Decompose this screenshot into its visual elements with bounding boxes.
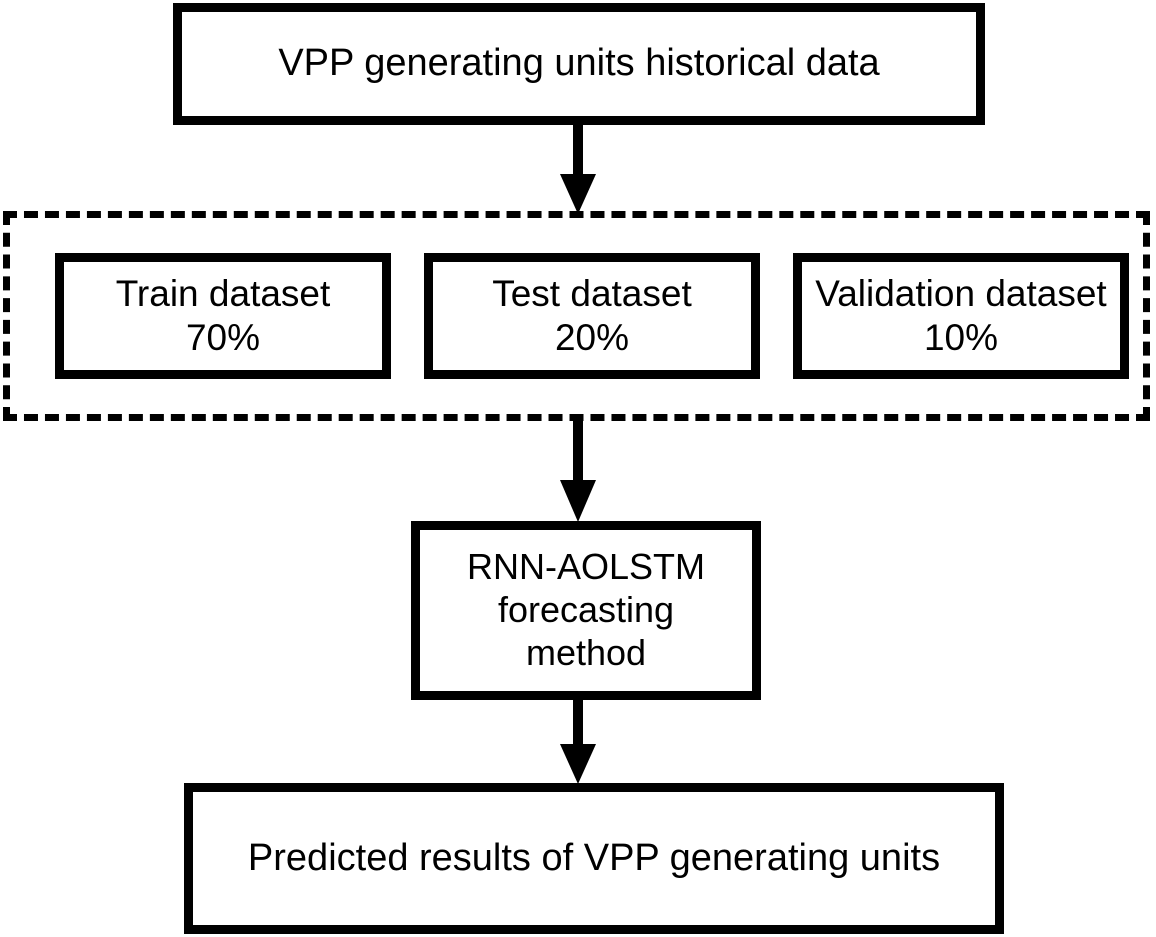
dataset-split-group bbox=[3, 211, 1150, 421]
node-predicted-results: Predicted results of VPP generating unit… bbox=[184, 783, 1004, 934]
arrow-split-to-method bbox=[548, 418, 608, 522]
arrow-method-to-result bbox=[548, 699, 608, 784]
arrow-source-to-split bbox=[548, 124, 608, 214]
node-train-dataset: Train dataset 70% bbox=[55, 253, 391, 379]
node-test-dataset: Test dataset 20% bbox=[424, 253, 760, 379]
node-vpp-historical-data: VPP generating units historical data bbox=[173, 3, 985, 125]
node-rnn-aolstm-forecasting-method: RNN-AOLSTM forecasting method bbox=[411, 521, 761, 700]
node-validation-dataset: Validation dataset 10% bbox=[793, 253, 1129, 379]
